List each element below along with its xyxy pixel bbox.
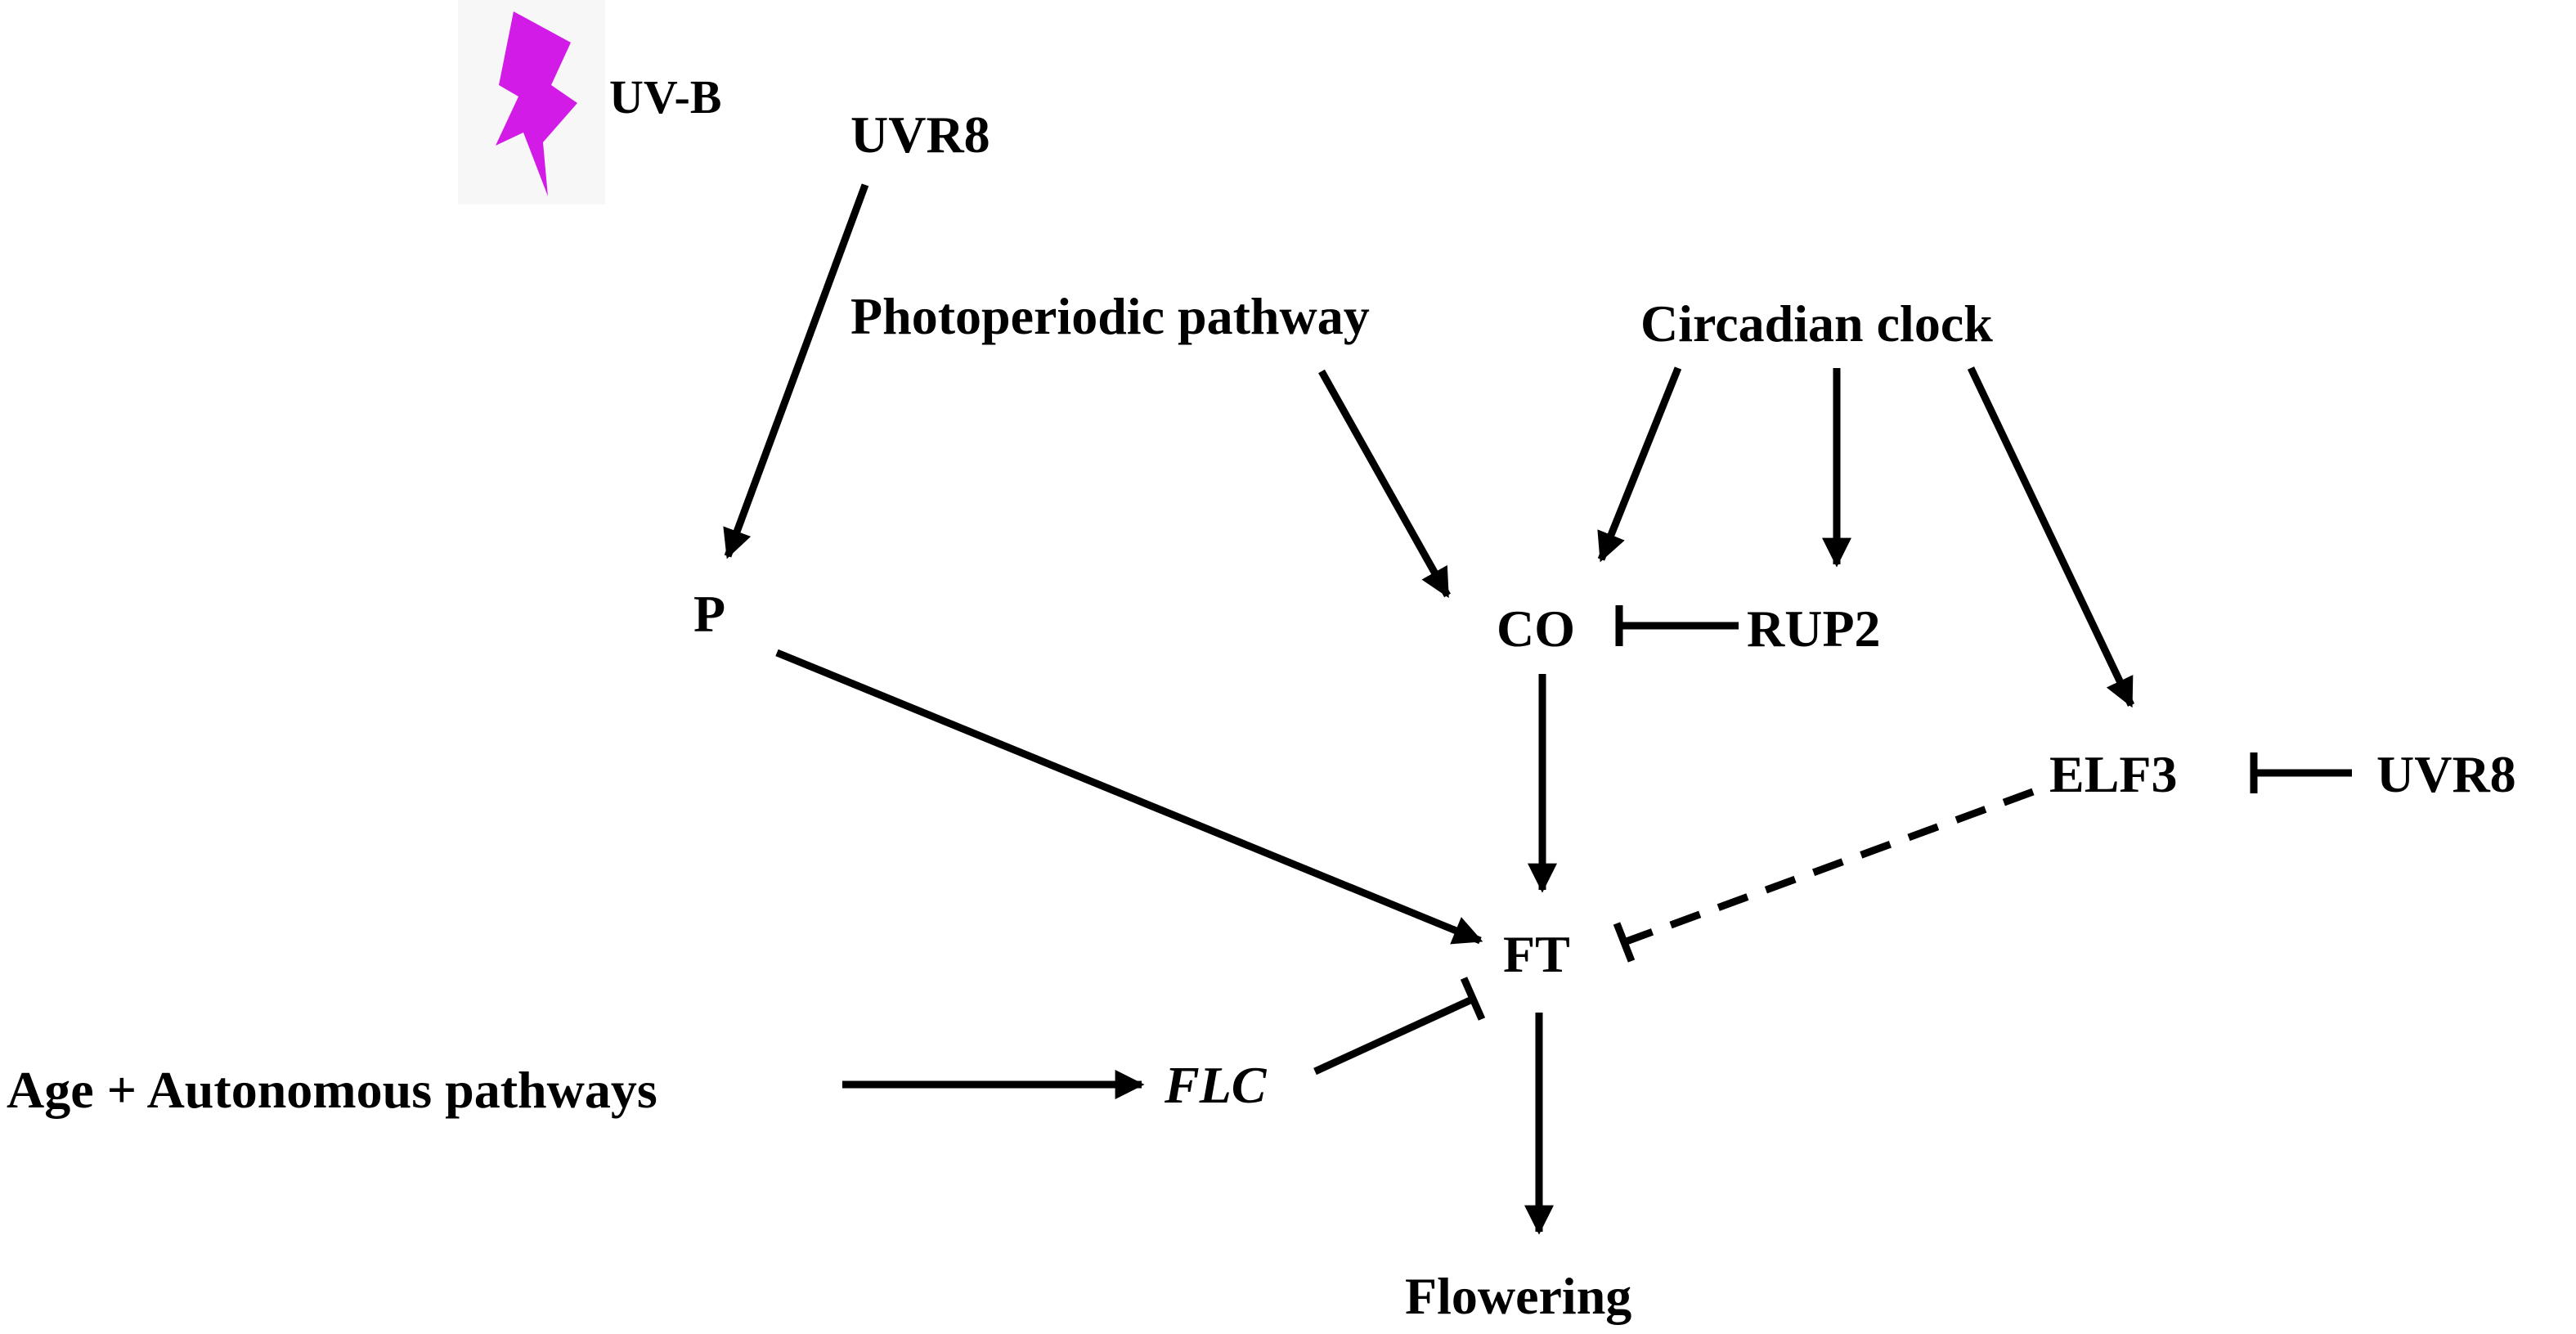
p-label: P <box>693 585 725 643</box>
edge-flc-inhibits-ft <box>1313 995 1474 1076</box>
edge-circadian-to-co <box>1597 366 1682 563</box>
rup2-label: RUP2 <box>1747 600 1881 658</box>
circadian-clock-label: Circadian clock <box>1640 294 1993 353</box>
flowering-label: Flowering <box>1405 1267 1631 1325</box>
uvr8-right-label: UVR8 <box>2376 745 2516 803</box>
ft-label: FT <box>1503 925 1570 983</box>
photoperiodic-pathway-label: Photoperiodic pathway <box>850 287 1370 345</box>
uvr8-top-label: UVR8 <box>850 106 990 164</box>
edge-elf3-inhibits-ft-dashed <box>1622 788 2035 946</box>
edge-photoperiodic-to-co <box>1318 369 1451 599</box>
edge-elf3-inhibits-ft-bar <box>1613 922 1636 963</box>
elf3-label: ELF3 <box>2049 745 2177 803</box>
edge-flc-inhibits-ft-bar <box>1460 977 1486 1021</box>
co-label: CO <box>1497 600 1575 658</box>
age-autonomous-pathways-label: Age + Autonomous pathways <box>7 1061 657 1119</box>
flc-label: FLC <box>1164 1056 1268 1114</box>
lightning-bolt-icon <box>496 11 577 196</box>
edge-p-to-ft <box>775 649 1483 945</box>
edge-circadian-to-elf3 <box>1967 366 2135 708</box>
uvb-label: UV-B <box>609 70 721 124</box>
edge-uvr8-to-p <box>723 183 869 559</box>
